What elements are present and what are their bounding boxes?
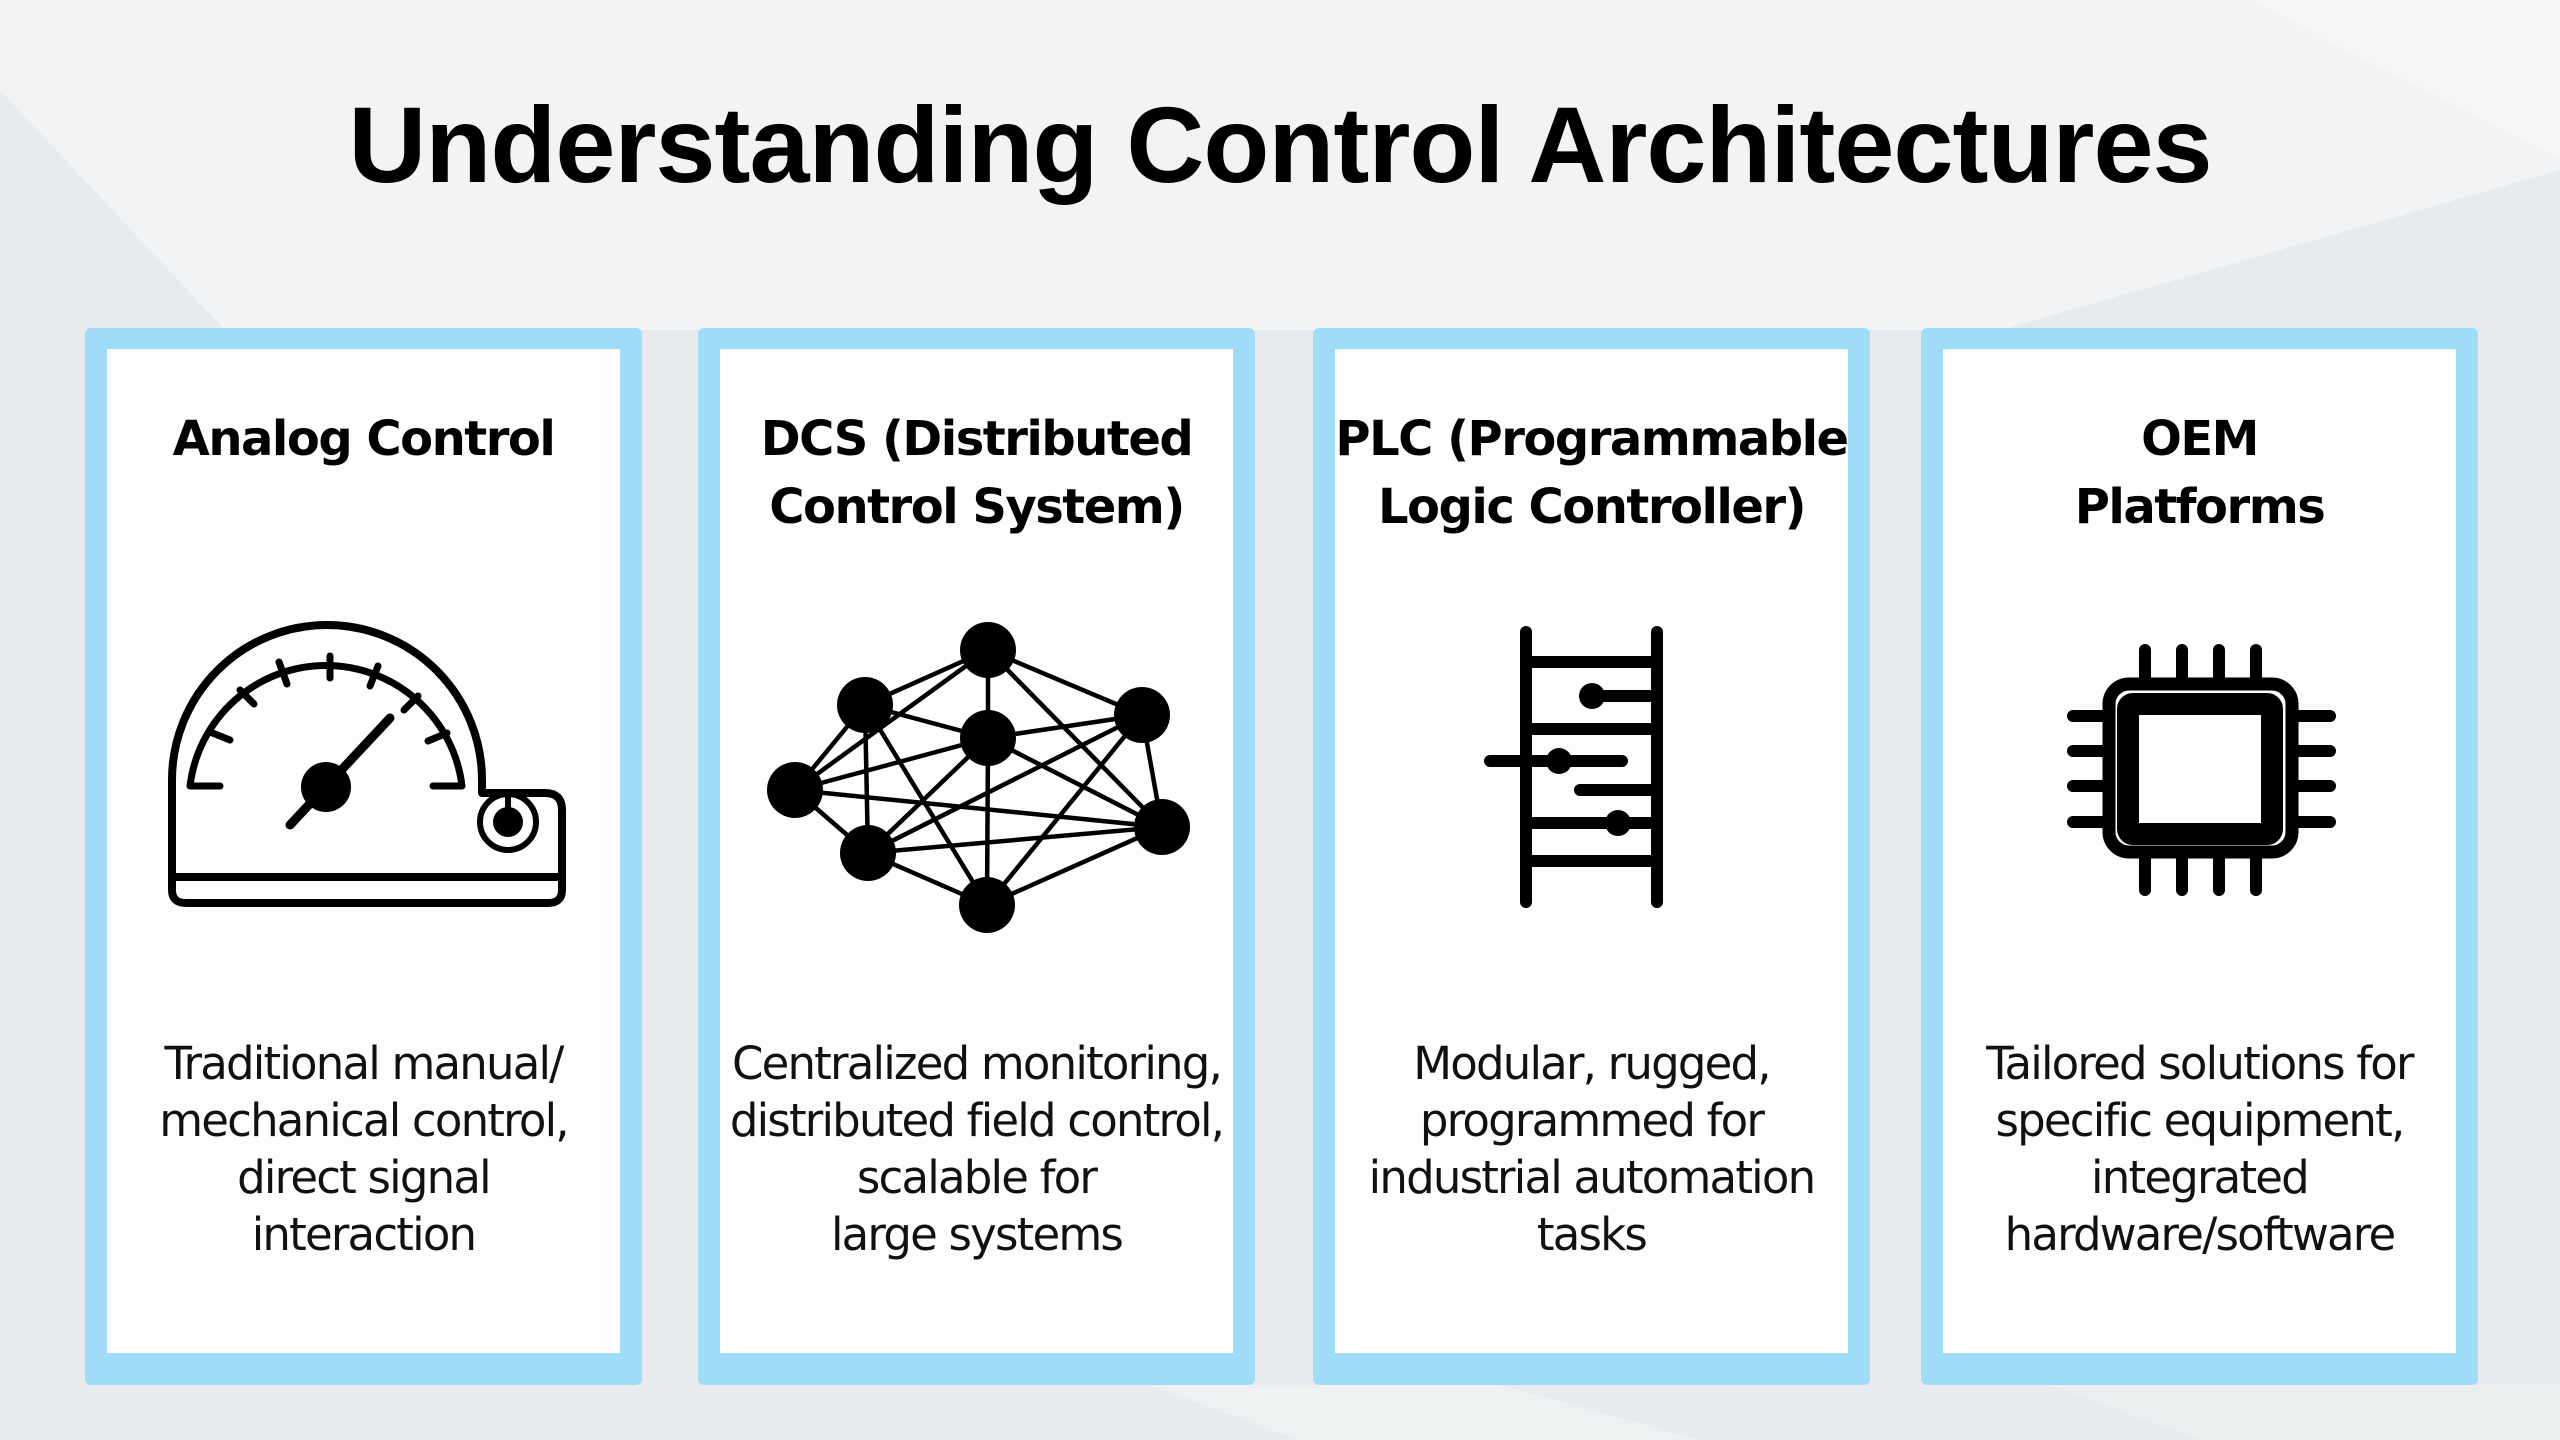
- card-description: Centralized monitoring, distributed fiel…: [729, 1037, 1225, 1261]
- card-body: OEM Platforms: [1943, 349, 2456, 1353]
- page-title: Understanding Control Architectures: [348, 84, 2212, 205]
- network-node: [1114, 687, 1170, 743]
- card-title: PLC (Programmable Logic Controller): [1335, 411, 1849, 535]
- network-node: [1134, 799, 1190, 855]
- card-description: Traditional manual/ mechanical control, …: [159, 1037, 569, 1261]
- card-title: OEM Platforms: [2074, 411, 2326, 535]
- network-node: [960, 710, 1016, 766]
- card-body: Analog Control: [107, 349, 620, 1353]
- card-description: Tailored solutions for specific equipmen…: [1986, 1037, 2414, 1261]
- network-icon: [767, 622, 1190, 933]
- network-node: [960, 622, 1016, 678]
- card-description: Modular, rugged, programmed for industri…: [1368, 1037, 1816, 1261]
- card-body: PLC (Programmable Logic Controller) Modu…: [1335, 349, 1849, 1353]
- card-title: Analog Control: [172, 411, 556, 467]
- network-node: [837, 677, 893, 733]
- card-dcs: DCS (Distributed Control System): [698, 328, 1255, 1385]
- card-body: DCS (Distributed Control System): [720, 349, 1233, 1353]
- network-node: [959, 877, 1015, 933]
- network-node: [840, 825, 896, 881]
- gauge-icon: [168, 621, 566, 907]
- microchip-icon: [2067, 644, 2336, 896]
- network-node: [767, 762, 823, 818]
- card-plc: PLC (Programmable Logic Controller) Modu…: [1313, 328, 1870, 1385]
- card-analog-control: Analog Control: [85, 328, 642, 1385]
- ladder-logic-icon: [1484, 626, 1663, 908]
- card-title: DCS (Distributed Control System): [760, 411, 1194, 535]
- card-oem-platforms: OEM Platforms: [1921, 328, 2478, 1385]
